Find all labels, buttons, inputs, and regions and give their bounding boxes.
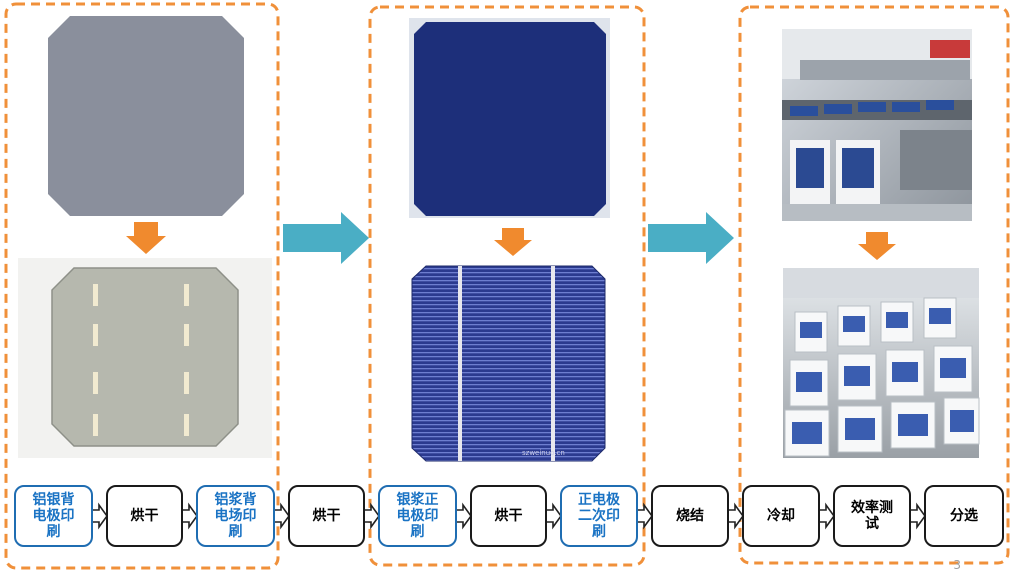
group-frame-back-printing <box>4 2 280 570</box>
connector-arrow-5 <box>455 502 472 530</box>
step-al-ag-back-electrode-printing: 铝银背 电极印 刷 <box>14 485 93 547</box>
step-drying-1: 烘干 <box>106 485 183 547</box>
step-al-paste-back-field-printing: 铝浆背 电场印 刷 <box>196 485 275 547</box>
connector-arrow-1 <box>91 502 108 530</box>
step-sorting: 分选 <box>924 485 1004 547</box>
step-label: 银浆正 电极印 刷 <box>396 492 439 540</box>
down-arrow-1 <box>126 222 166 254</box>
sin-coated-wafer-image <box>414 22 606 216</box>
step-label: 效率测 试 <box>851 500 893 532</box>
stage-arrow-2 <box>648 212 734 264</box>
step-label: 烘干 <box>130 508 159 524</box>
step-label: 正电极 二次印 刷 <box>578 492 620 540</box>
back-printed-wafer-image <box>51 267 239 447</box>
connector-arrow-8 <box>727 502 744 530</box>
bare-wafer-image <box>48 16 244 216</box>
connector-arrow-3 <box>273 502 290 530</box>
connector-arrows <box>91 502 926 530</box>
step-drying-2: 烘干 <box>288 485 365 547</box>
group-frame-front-printing <box>368 5 646 567</box>
image-watermark: szweinuo.cn <box>522 449 565 457</box>
down-arrow-2 <box>494 228 532 256</box>
group-frame-firing-testing <box>738 5 1010 565</box>
back-busbar-pads <box>93 284 189 436</box>
step-label: 分选 <box>950 508 978 524</box>
connector-arrow-7 <box>636 502 653 530</box>
sintering-equipment-image <box>782 29 972 221</box>
step-label: 烘干 <box>494 508 523 524</box>
slide-number: 3 <box>953 558 961 572</box>
connector-arrow-4 <box>363 502 380 530</box>
connector-arrow-2 <box>181 502 198 530</box>
step-label: 烘干 <box>312 508 341 524</box>
connector-arrow-10 <box>909 502 926 530</box>
front-busbar-left <box>458 266 462 461</box>
connector-arrow-9 <box>818 502 835 530</box>
stage-arrow-1 <box>283 212 369 264</box>
testing-sorting-equipment-image <box>783 268 980 458</box>
step-ag-front-electrode-printing: 银浆正 电极印 刷 <box>378 485 457 547</box>
step-sintering: 烧结 <box>651 485 729 547</box>
step-label: 烧结 <box>676 508 704 524</box>
step-drying-3: 烘干 <box>470 485 547 547</box>
down-arrow-3 <box>858 232 896 260</box>
step-front-electrode-second-printing: 正电极 二次印 刷 <box>560 485 638 547</box>
front-busbar-right <box>551 266 555 461</box>
step-label: 铝银背 电极印 刷 <box>32 492 75 540</box>
step-cooling: 冷却 <box>742 485 820 547</box>
step-label: 铝浆背 电场印 刷 <box>214 492 257 540</box>
connector-arrow-6 <box>545 502 562 530</box>
step-efficiency-testing: 效率测 试 <box>833 485 911 547</box>
step-label: 冷却 <box>767 508 795 524</box>
front-printed-wafer-image <box>411 265 606 462</box>
